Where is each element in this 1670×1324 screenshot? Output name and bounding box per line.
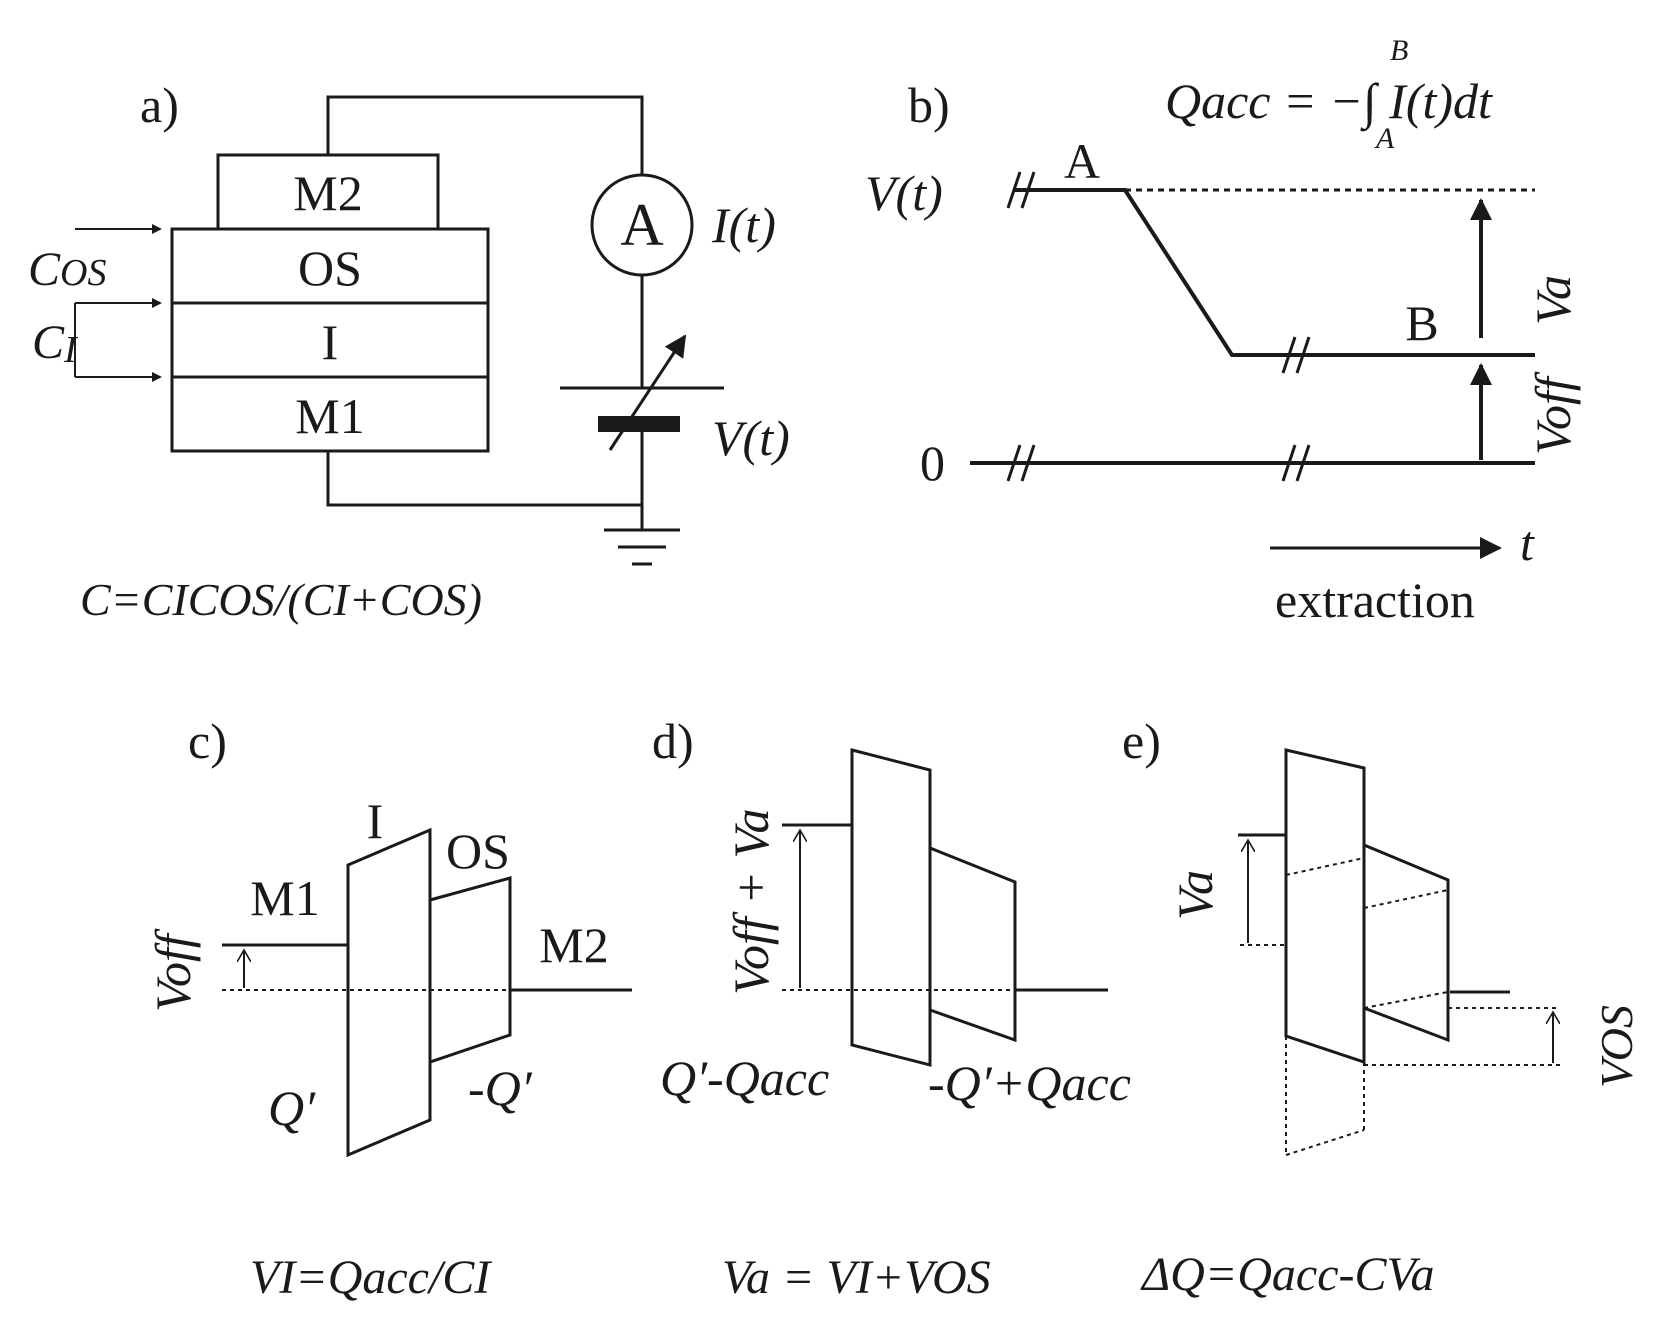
panel-c-label: c) — [188, 713, 227, 769]
panel-b-formula: Qacc = −∫ I(t)dt — [1165, 73, 1493, 132]
os-band-e — [1362, 842, 1450, 1043]
m2-label: M2 — [293, 165, 362, 221]
panel-c-formula: VI=Qacc/CI — [250, 1251, 492, 1304]
time-label: t — [1520, 515, 1535, 571]
variable-source-arrow — [608, 334, 687, 451]
q-right-label-d: -Q′+Qacc — [928, 1055, 1131, 1111]
insulator-band-e — [1284, 748, 1366, 1065]
integral-upper-limit: B — [1390, 34, 1408, 67]
zero-label: 0 — [920, 435, 945, 491]
extraction-label: extraction — [1275, 572, 1475, 628]
c-os-label: COS — [28, 243, 106, 296]
panel-d-label: d) — [652, 713, 694, 769]
integral-lower-limit: A — [1374, 122, 1395, 155]
capacitance-markers — [74, 224, 162, 382]
shifted-bands — [1285, 857, 1560, 1156]
panel-b: b) Qacc = −∫ I(t)dt B A V(t) A B 0 Va Vo… — [865, 34, 1581, 628]
source-voltage-label: V(t) — [712, 410, 790, 466]
panel-e-formula: ΔQ=Qacc-CVa — [1140, 1248, 1435, 1301]
current-label: I(t) — [711, 197, 776, 253]
panel-e-label: e) — [1122, 713, 1161, 769]
neg-q-label-c: -Q′ — [468, 1060, 533, 1116]
point-a-label: A — [1064, 133, 1100, 189]
m1-electrode — [170, 375, 490, 453]
os-label-c: OS — [446, 823, 510, 879]
i-label: I — [322, 314, 339, 370]
m1-label: M1 — [295, 388, 364, 444]
voltage-waveform — [1015, 188, 1535, 357]
voff-label: Voff — [1525, 371, 1581, 455]
v-label-d: Voff + Va — [723, 808, 779, 995]
i-label-c: I — [367, 793, 384, 849]
c-i-label: CI — [32, 316, 79, 371]
os-band-d — [928, 845, 1017, 1043]
q-left-label-d: Q′-Qacc — [660, 1050, 829, 1106]
axis-break-marks — [1006, 171, 1311, 482]
m1-label-c: M1 — [250, 870, 319, 926]
source-plate-short — [598, 416, 680, 432]
va-label-e: Va — [1167, 870, 1223, 920]
panel-e: e) Va VOS ΔQ=Qacc-CVa — [1122, 713, 1642, 1301]
panel-c: c) I OS M1 M2 Voff Q′ -Q′ VI=Qacc/CI — [145, 713, 632, 1304]
v-level-label: V(t) — [865, 165, 943, 221]
os-label: OS — [298, 240, 362, 296]
panel-a-formula: C=CICOS/(CI+COS) — [80, 574, 482, 625]
insulator-band — [346, 827, 432, 1158]
q-label-c: Q′ — [268, 1080, 316, 1136]
m2-label-c: M2 — [539, 917, 608, 973]
insulator-band-d — [850, 748, 932, 1067]
voff-label-c: Voff — [145, 928, 201, 1012]
vos-label-e: VOS — [1591, 1005, 1642, 1088]
ground-icon — [604, 528, 680, 566]
ammeter-symbol: A — [620, 192, 663, 258]
panel-b-label: b) — [908, 77, 950, 133]
panel-a-label: a) — [140, 77, 179, 133]
os-band — [428, 876, 512, 1065]
top-wire — [326, 95, 644, 175]
panel-d: d) Voff + Va Q′-Qacc -Q′+Qacc Va = VI+VO… — [652, 713, 1131, 1304]
panel-d-formula: Va = VI+VOS — [722, 1251, 991, 1304]
bottom-wire — [326, 451, 642, 507]
panel-a: a) M2 OS I M1 COS CI A I(t) V(t) — [28, 77, 790, 625]
va-label: Va — [1525, 275, 1581, 325]
point-b-label: B — [1405, 295, 1438, 351]
